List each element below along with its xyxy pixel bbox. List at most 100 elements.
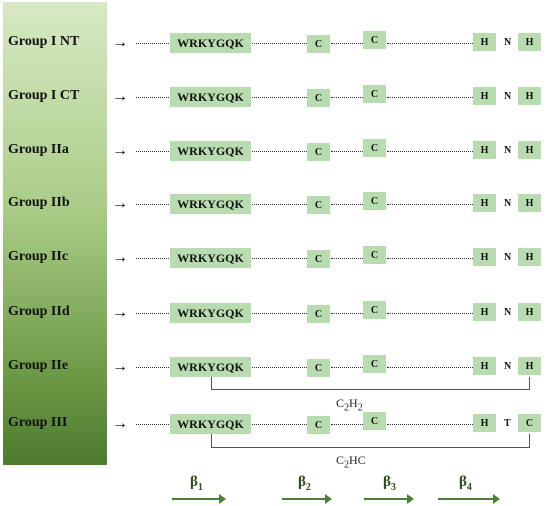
- c2h2-label: C2H2: [336, 396, 363, 414]
- histidine-box: H: [473, 303, 496, 321]
- dotted-linker: [252, 97, 307, 98]
- beta-strand-2-label: β2: [298, 474, 311, 493]
- dotted-linker: [136, 151, 169, 152]
- dotted-linker: [331, 43, 363, 44]
- dotted-linker: [387, 204, 473, 205]
- dotted-linker: [252, 204, 307, 205]
- cysteine-box-1: C: [307, 250, 330, 268]
- beta-strand-2-arrow: [282, 494, 332, 504]
- group-label: Group I CT: [8, 88, 80, 103]
- arrow-icon: →: [112, 304, 128, 321]
- dotted-linker: [331, 367, 363, 368]
- cysteine-box-2: C: [363, 31, 386, 49]
- dotted-linker: [136, 204, 169, 205]
- dotted-linker: [331, 313, 363, 314]
- group-label: Group IIc: [8, 249, 69, 264]
- cysteine-box-1: C: [307, 305, 330, 323]
- terminal-residue-box: H: [518, 248, 541, 266]
- dotted-linker: [387, 43, 473, 44]
- group-sidebar: [3, 2, 107, 465]
- dotted-linker: [387, 258, 473, 259]
- dotted-linker: [331, 204, 363, 205]
- dotted-linker: [252, 367, 307, 368]
- arrow-icon: →: [112, 249, 128, 266]
- linker-residue: N: [504, 307, 512, 318]
- cysteine-box-2: C: [363, 85, 386, 103]
- terminal-residue-box: H: [518, 87, 541, 105]
- dotted-linker: [387, 367, 473, 368]
- group-label: Group IIb: [8, 195, 70, 210]
- dotted-linker: [387, 313, 473, 314]
- dotted-linker: [387, 97, 473, 98]
- terminal-residue-box: C: [518, 414, 541, 432]
- dotted-linker: [136, 367, 169, 368]
- linker-residue: N: [504, 145, 512, 156]
- dotted-linker: [387, 151, 473, 152]
- wrkygqk-motif-box: WRKYGQK: [170, 357, 251, 377]
- terminal-residue-box: H: [518, 194, 541, 212]
- dotted-linker: [387, 424, 473, 425]
- linker-residue: T: [504, 418, 511, 429]
- histidine-box: H: [473, 194, 496, 212]
- wrkygqk-motif-box: WRKYGQK: [170, 33, 251, 53]
- histidine-box: H: [473, 87, 496, 105]
- cysteine-box-1: C: [307, 359, 330, 377]
- cysteine-box-2: C: [363, 192, 386, 210]
- cysteine-box-1: C: [307, 196, 330, 214]
- beta-strand-4-arrow: [438, 494, 500, 504]
- beta-strand-1-label: β1: [190, 474, 203, 493]
- wrkygqk-motif-box: WRKYGQK: [170, 303, 251, 323]
- arrow-icon: →: [112, 142, 128, 159]
- histidine-box: H: [473, 248, 496, 266]
- dotted-linker: [136, 313, 169, 314]
- c2hc-bracket: [211, 434, 530, 448]
- histidine-box: H: [473, 414, 496, 432]
- wrkygqk-motif-box: WRKYGQK: [170, 248, 251, 268]
- cysteine-box-1: C: [307, 416, 330, 434]
- linker-residue: N: [504, 37, 512, 48]
- group-label: Group IId: [8, 304, 70, 319]
- wrkygqk-motif-box: WRKYGQK: [170, 141, 251, 161]
- wrkygqk-motif-box: WRKYGQK: [170, 194, 251, 214]
- beta-strand-3-arrow: [364, 494, 414, 504]
- linker-residue: N: [504, 361, 512, 372]
- linker-residue: N: [504, 91, 512, 102]
- dotted-linker: [331, 258, 363, 259]
- dotted-linker: [331, 424, 363, 425]
- cysteine-box-2: C: [363, 139, 386, 157]
- dotted-linker: [136, 43, 169, 44]
- c2hc-label: C2HC: [336, 453, 366, 471]
- group-label: Group IIa: [8, 142, 69, 157]
- terminal-residue-box: H: [518, 33, 541, 51]
- dotted-linker: [252, 43, 307, 44]
- histidine-box: H: [473, 141, 496, 159]
- dotted-linker: [252, 424, 307, 425]
- dotted-linker: [331, 151, 363, 152]
- dotted-linker: [252, 258, 307, 259]
- beta-strand-3-label: β3: [383, 474, 396, 493]
- cysteine-box-2: C: [363, 355, 386, 373]
- dotted-linker: [252, 151, 307, 152]
- group-label: Group III: [8, 415, 68, 430]
- group-label: Group I NT: [8, 34, 80, 49]
- terminal-residue-box: H: [518, 141, 541, 159]
- terminal-residue-box: H: [518, 357, 541, 375]
- linker-residue: N: [504, 198, 512, 209]
- wrkygqk-motif-box: WRKYGQK: [170, 87, 251, 107]
- wrkygqk-motif-box: WRKYGQK: [170, 414, 251, 434]
- dotted-linker: [136, 97, 169, 98]
- arrow-icon: →: [112, 358, 128, 375]
- arrow-icon: →: [112, 88, 128, 105]
- cysteine-box-2: C: [363, 412, 386, 430]
- cysteine-box-1: C: [307, 143, 330, 161]
- beta-strand-1-arrow: [172, 494, 226, 504]
- cysteine-box-1: C: [307, 89, 330, 107]
- dotted-linker: [136, 258, 169, 259]
- linker-residue: N: [504, 252, 512, 263]
- cysteine-box-2: C: [363, 301, 386, 319]
- arrow-icon: →: [112, 34, 128, 51]
- cysteine-box-2: C: [363, 246, 386, 264]
- dotted-linker: [136, 424, 169, 425]
- c2h2-bracket: [211, 377, 530, 390]
- terminal-residue-box: H: [518, 303, 541, 321]
